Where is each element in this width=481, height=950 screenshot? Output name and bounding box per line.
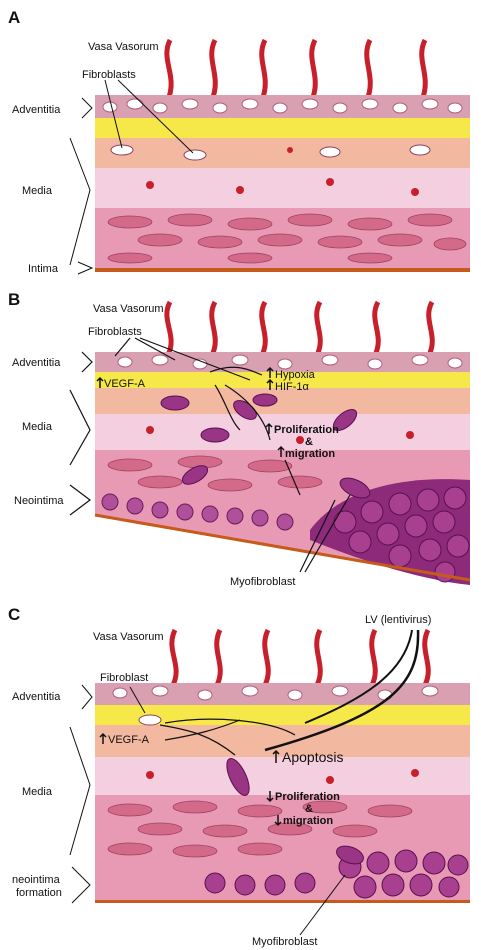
label-myofibroblast: Myofibroblast [252,936,317,948]
vasa-vasorum-vessels [164,38,428,101]
label-vegf: VEGF-A [104,378,146,390]
label-proliferation: Proliferation [275,791,340,803]
panel-b: B [0,290,481,605]
panel-c-letter: C [8,605,21,624]
label-media: Media [22,185,53,197]
label-media: Media [22,786,53,798]
label-vasa-vasorum: Vasa Vasorum [93,303,164,315]
label-migration: migration [285,448,335,460]
label-adventitia: Adventitia [12,357,61,369]
panel-a-illustration: Vasa Vasorum Fibroblasts Adventitia Medi… [12,38,470,275]
label-migration: migration [283,815,333,827]
label-intima: Intima [28,263,59,275]
label-vasa-vasorum: Vasa Vasorum [88,41,159,53]
label-formation: formation [16,887,62,899]
label-fibroblasts: Fibroblasts [88,326,142,338]
panel-a-letter: A [8,8,21,27]
panel-c-illustration: LV (lentivirus) Vasa Vasorum Fibroblast … [12,614,470,948]
label-lentivirus: LV (lentivirus) [365,614,431,626]
label-adventitia: Adventitia [12,691,61,703]
label-myofibroblast: Myofibroblast [230,576,295,588]
label-fibroblasts: Fibroblasts [82,69,136,81]
label-hypoxia: Hypoxia [275,369,316,381]
label-ampersand: & [305,803,313,815]
label-proliferation: Proliferation [274,424,339,436]
label-neointima: Neointima [14,495,64,507]
label-media: Media [22,421,53,433]
label-ampersand: & [305,436,313,448]
label-adventitia: Adventitia [12,104,61,116]
panel-b-illustration: Vasa Vasorum Fibroblasts Adventitia VEGF… [12,300,471,588]
label-neointima: neointima [12,874,61,886]
panel-a: A [0,0,481,290]
label-vegf: VEGF-A [108,734,150,746]
panel-c: C [0,605,481,950]
panel-b-letter: B [8,290,21,309]
label-hif: HIF-1α [275,381,310,393]
label-apoptosis: Apoptosis [282,749,343,765]
label-fibroblast: Fibroblast [100,672,148,684]
label-vasa-vasorum: Vasa Vasorum [93,631,164,643]
